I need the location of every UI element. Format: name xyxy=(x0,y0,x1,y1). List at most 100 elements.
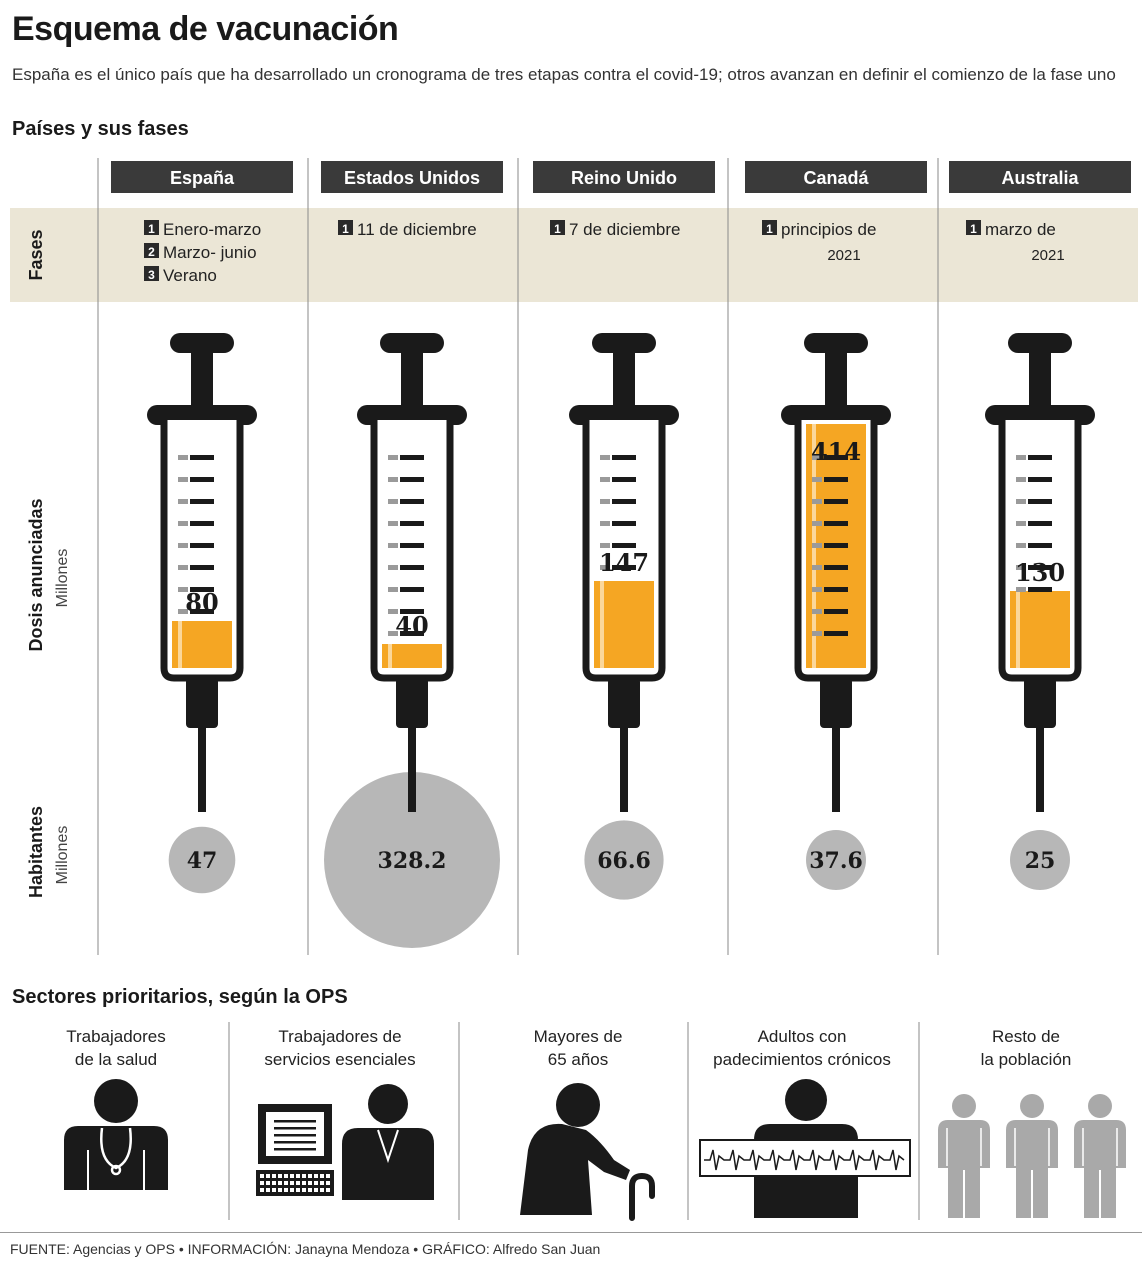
sector-label-line2: la población xyxy=(981,1050,1072,1069)
syringe-hub xyxy=(186,678,218,728)
syringe-hub xyxy=(1024,678,1056,728)
graphic-label: GRÁFICO: xyxy=(422,1241,490,1257)
section-title-countries: Países y sus fases xyxy=(12,118,189,140)
phase-text: 7 de diciembre xyxy=(569,220,681,239)
scale-tick xyxy=(1028,521,1052,526)
population-value-label: 328.2 xyxy=(378,848,447,874)
scale-tick xyxy=(400,587,424,592)
sector-label-line2: 65 años xyxy=(548,1050,609,1069)
scale-tick-short xyxy=(600,499,610,504)
scale-tick xyxy=(824,543,848,548)
scale-tick xyxy=(1028,477,1052,482)
dose-value-label: 414 xyxy=(811,437,861,466)
scale-tick xyxy=(400,521,424,526)
scale-tick xyxy=(400,565,424,570)
scale-tick xyxy=(1028,565,1052,570)
plunger-cap xyxy=(380,333,444,353)
population-circle xyxy=(1010,830,1070,890)
dose-value-label: 80 xyxy=(185,588,218,617)
scale-tick xyxy=(400,609,424,614)
sector-label-line1: Adultos con xyxy=(758,1027,847,1046)
phase-number: 1 xyxy=(342,222,349,236)
scale-tick-short xyxy=(1016,565,1026,570)
general-population-icon xyxy=(938,1094,1126,1218)
country-name: Estados Unidos xyxy=(344,168,480,188)
scale-tick xyxy=(824,455,848,460)
scale-tick xyxy=(824,499,848,504)
scale-tick xyxy=(612,477,636,482)
scale-tick-short xyxy=(388,543,398,548)
phase-number-box xyxy=(338,220,353,235)
syringe-icon: 414 xyxy=(781,333,891,812)
syringe-icon: 147 xyxy=(569,333,679,812)
info-label: INFORMACIÓN: xyxy=(187,1241,292,1257)
section-title-sectors: Sectores prioritarios, según la OPS xyxy=(12,986,348,1008)
phase-number-box xyxy=(966,220,981,235)
health-worker-icon xyxy=(64,1079,168,1190)
scale-tick xyxy=(1028,543,1052,548)
scale-tick xyxy=(190,609,214,614)
syringe-needle xyxy=(620,728,628,812)
scale-tick xyxy=(824,565,848,570)
scale-tick xyxy=(190,455,214,460)
phase-text-line2: 2021 xyxy=(827,247,860,264)
scale-tick xyxy=(190,565,214,570)
plunger-cap xyxy=(592,333,656,353)
source-value: Agencias y OPS xyxy=(73,1241,175,1257)
page-subtitle: España es el único país que ha desarroll… xyxy=(12,65,1116,84)
phases-band xyxy=(10,208,1138,302)
sector-item: Adultos con padecimientos crónicos xyxy=(713,1027,891,1069)
scale-tick xyxy=(400,631,424,636)
scale-tick xyxy=(612,499,636,504)
syringe-hub xyxy=(396,678,428,728)
plunger-cap xyxy=(170,333,234,353)
population-unit-label: Millones xyxy=(54,826,71,885)
scale-tick-short xyxy=(600,543,610,548)
plunger-rod xyxy=(401,350,423,408)
syringe-icon: 130 xyxy=(985,333,1095,812)
scale-tick xyxy=(612,455,636,460)
scale-tick-short xyxy=(388,587,398,592)
country-header xyxy=(111,161,293,193)
scale-tick-short xyxy=(388,477,398,482)
scale-tick xyxy=(190,499,214,504)
source-credits: FUENTE: Agencias y OPS • INFORMACIÓN: Ja… xyxy=(10,1241,601,1257)
plunger-cap xyxy=(804,333,868,353)
info-value: Janayna Mendoza xyxy=(294,1241,410,1257)
syringe-needle xyxy=(198,728,206,812)
scale-tick xyxy=(1028,499,1052,504)
elderly-person-icon xyxy=(520,1083,655,1221)
scale-tick-short xyxy=(178,587,188,592)
scale-tick-short xyxy=(812,477,822,482)
scale-tick-short xyxy=(812,455,822,460)
scale-tick-short xyxy=(812,499,822,504)
sector-label-line1: Mayores de xyxy=(534,1027,623,1046)
scale-tick-short xyxy=(812,587,822,592)
plunger-rod xyxy=(825,350,847,408)
scale-tick xyxy=(190,477,214,482)
dose-value-label: 40 xyxy=(395,611,428,640)
syringe-needle xyxy=(1036,728,1044,812)
sector-label-line2: padecimientos crónicos xyxy=(713,1050,891,1069)
phase-number: 1 xyxy=(970,222,977,236)
plunger-rod xyxy=(613,350,635,408)
scale-tick-short xyxy=(812,631,822,636)
phase-number: 1 xyxy=(766,222,773,236)
syringe-hub xyxy=(608,678,640,728)
syringe-icon: 40 xyxy=(357,333,467,812)
phase-number: 1 xyxy=(554,222,561,236)
syringe-needle xyxy=(832,728,840,812)
scale-tick xyxy=(612,565,636,570)
scale-tick-short xyxy=(1016,455,1026,460)
graphic-value: Alfredo San Juan xyxy=(492,1241,601,1257)
country-header xyxy=(949,161,1131,193)
page-title: Esquema de vacunación xyxy=(12,10,399,48)
scale-tick xyxy=(824,609,848,614)
population-value-label: 47 xyxy=(187,848,218,874)
phase-number-box xyxy=(144,220,159,235)
